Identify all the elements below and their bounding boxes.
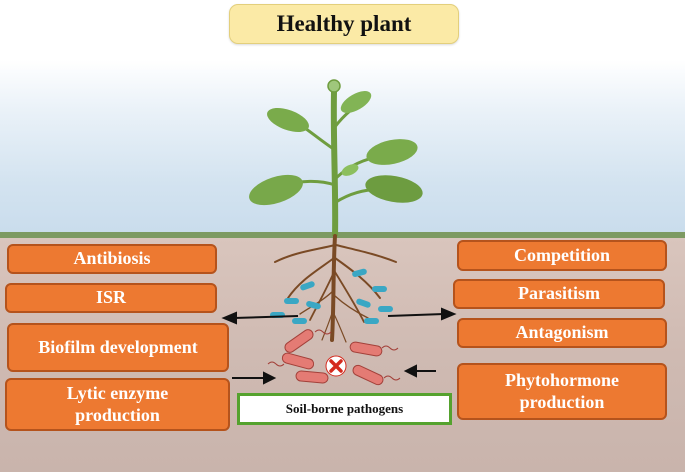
mechanism-box-antagonism: Antagonism bbox=[457, 318, 667, 348]
mechanism-box-competition: Competition bbox=[457, 240, 667, 271]
inhibition-x-icon bbox=[325, 355, 347, 377]
arrows bbox=[221, 307, 457, 385]
ground-line bbox=[0, 232, 685, 238]
mechanism-box-lytic-enzyme-production: Lytic enzyme production bbox=[5, 378, 230, 431]
bacteria-icon bbox=[270, 268, 393, 324]
pathogen-label: Soil-borne pathogens bbox=[237, 393, 452, 425]
sky-background bbox=[0, 60, 685, 236]
root-icon bbox=[274, 234, 397, 343]
mechanism-box-antibiosis: Antibiosis bbox=[7, 244, 217, 274]
plant-icon bbox=[249, 79, 423, 237]
mechanism-box-biofilm-development: Biofilm development bbox=[7, 323, 229, 372]
mechanism-box-isr: ISR bbox=[5, 283, 217, 313]
mechanism-box-parasitism: Parasitism bbox=[453, 279, 665, 309]
mechanism-box-phytohormone-production: Phytohormone production bbox=[457, 363, 667, 420]
title-box: Healthy plant bbox=[229, 4, 459, 44]
pathogen-icon bbox=[267, 329, 401, 386]
